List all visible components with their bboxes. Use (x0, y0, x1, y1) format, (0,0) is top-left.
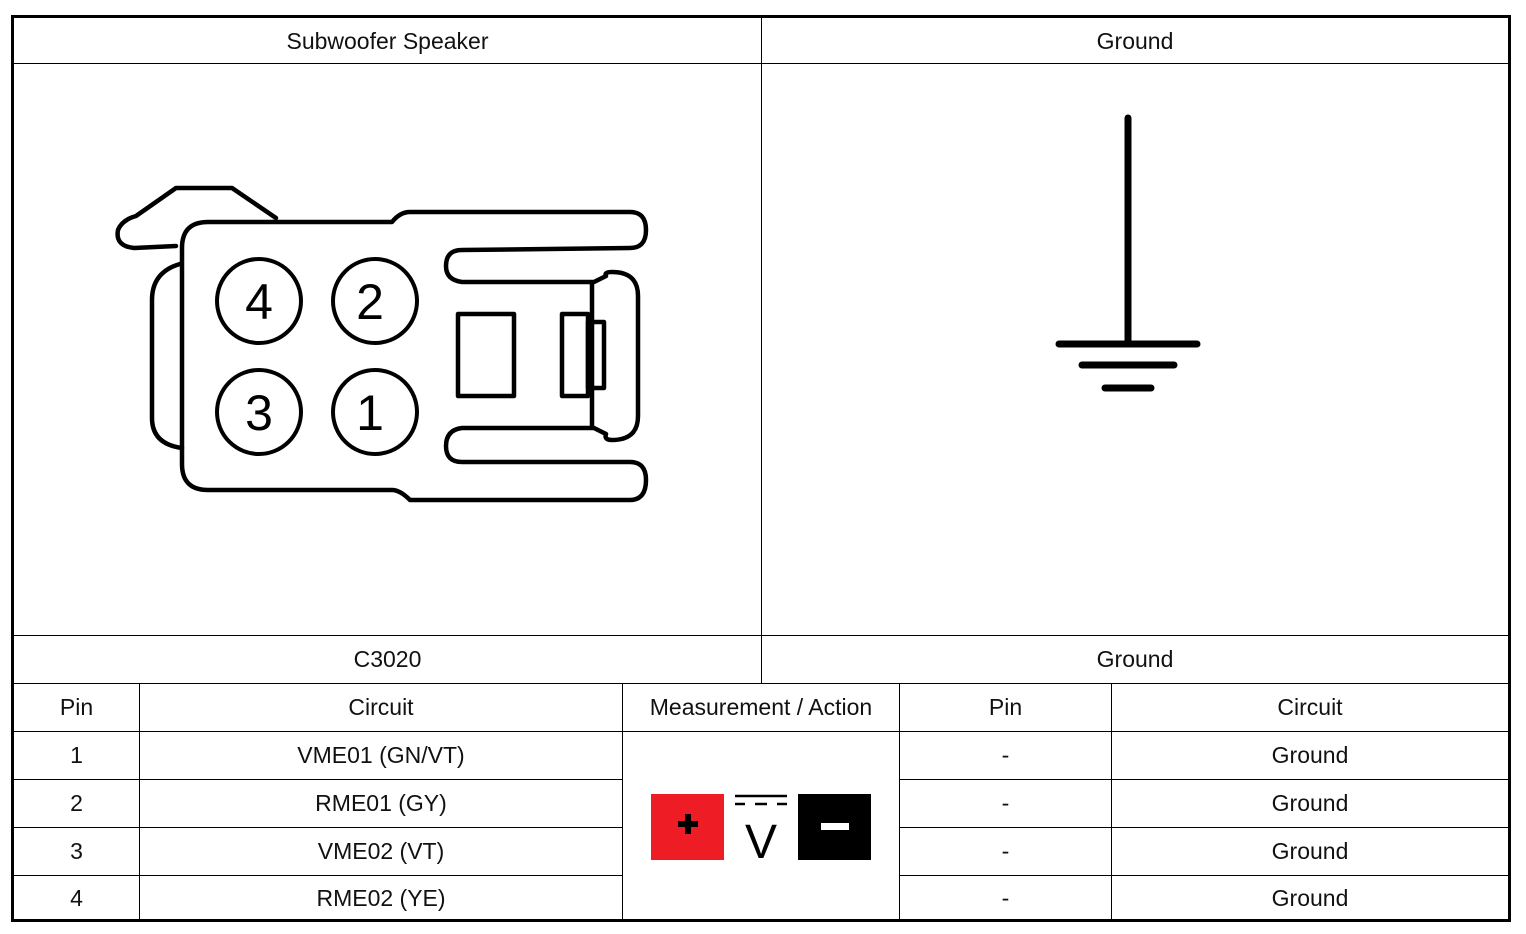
table-cell-ground-circuit: Ground (1271, 884, 1349, 911)
divider (14, 779, 622, 780)
column-header-ground-circuit: Circuit (1277, 694, 1343, 720)
ground-section-header: Ground (1096, 646, 1174, 672)
connector-table-frame (11, 15, 1511, 922)
table-cell-circuit: VME02 (VT) (317, 838, 445, 864)
column-header-measurement: Measurement / Action (649, 694, 873, 720)
table-cell-pin: 2 (70, 790, 83, 816)
table-cell-ground-pin: - (1001, 838, 1010, 864)
connector-key (585, 319, 607, 391)
divider (14, 827, 622, 828)
table-cell-pin: 4 (70, 884, 83, 911)
component-name: Subwoofer Speaker (286, 27, 489, 54)
table-cell-pin: 1 (70, 742, 83, 768)
connector-body (179, 209, 649, 503)
divider (139, 684, 140, 920)
divider (14, 635, 1508, 636)
column-header-ground-pin: Pin (988, 694, 1023, 720)
divider (14, 875, 622, 876)
ground-header: Ground (1096, 27, 1174, 54)
pin-cavity (215, 257, 303, 345)
table-cell-ground-circuit: Ground (1271, 742, 1349, 768)
pin-number: 3 (245, 385, 273, 441)
table-cell-ground-circuit: Ground (1271, 838, 1349, 864)
connector-side-ear (149, 261, 185, 451)
divider (899, 684, 900, 920)
table-cell-circuit: RME01 (GY) (315, 790, 447, 816)
voltmeter-icon: V (651, 794, 871, 869)
connector-latch (115, 185, 279, 251)
divider (899, 779, 1508, 780)
table-cell-pin: 3 (70, 838, 83, 864)
table-cell-ground-pin: - (1001, 742, 1010, 768)
table-cell-ground-pin: - (1001, 790, 1010, 816)
table-cell-ground-pin: - (1001, 884, 1010, 911)
connector-face-diagram: 4 2 3 1 (115, 185, 649, 503)
pin-number: 1 (356, 385, 384, 441)
divider (1111, 684, 1112, 920)
column-header-circuit: Circuit (348, 694, 414, 720)
voltage-symbol: V (745, 816, 777, 869)
connector-id: C3020 (353, 646, 422, 672)
divider (14, 683, 1508, 684)
divider (899, 875, 1508, 876)
divider (899, 827, 1508, 828)
divider (14, 63, 1508, 64)
ground-symbol (1055, 114, 1201, 392)
pin-cavity (215, 368, 303, 456)
table-cell-ground-circuit: Ground (1271, 790, 1349, 816)
table-cell-circuit: RME02 (YE) (316, 884, 446, 911)
table-cell-circuit: VME01 (GN/VT) (297, 742, 465, 768)
pin-cavity (331, 257, 419, 345)
divider (761, 18, 762, 684)
pin-cavity (331, 368, 419, 456)
connector-key (559, 311, 591, 399)
divider (14, 731, 1508, 732)
divider (622, 684, 623, 920)
connector-key (455, 311, 517, 399)
pin-number: 2 (356, 274, 384, 330)
pin-number: 4 (245, 274, 273, 330)
column-header-pin: Pin (59, 694, 94, 720)
